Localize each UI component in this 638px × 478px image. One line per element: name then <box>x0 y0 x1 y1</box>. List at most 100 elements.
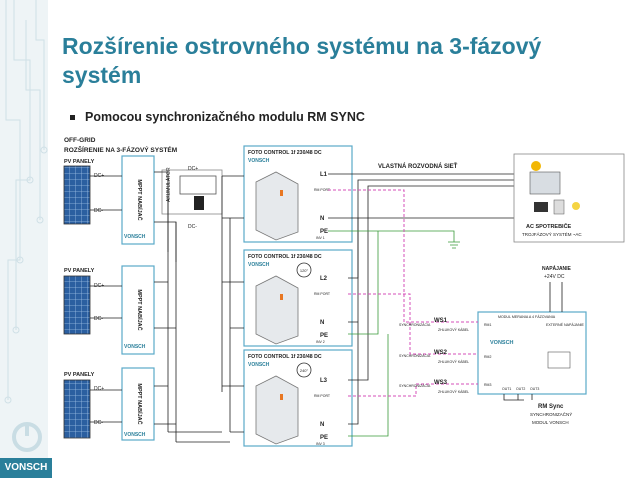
sync-label-1: SYNCHRONIZÁCIA <box>399 323 431 327</box>
pe-wiring <box>328 230 460 437</box>
module-wiring <box>503 282 563 401</box>
pv-label-2: PV PANELY <box>64 268 95 274</box>
pv-label-3: PV PANELY <box>64 372 95 378</box>
wiring-diagram: OFF-GRID ROZŠÍRENIE NA 3-FÁZOVÝ SYSTÉM P… <box>63 137 625 447</box>
inverter-3-rmport: RM PORT <box>314 394 331 398</box>
supply-title: NAPÁJANIE <box>542 265 572 272</box>
mppt-charger-1: MPPT NABÍJAČ VONSCH <box>121 155 155 245</box>
inverter-2-device <box>255 275 299 345</box>
pv-label-1: PV PANELY <box>64 159 95 165</box>
relay-icon <box>547 351 571 369</box>
inverter-1: FOTO CONTROL 1f 230/48 DC VONSCH L1 RM P… <box>243 145 353 243</box>
inverter-3: FOTO CONTROL 1f 230/48 DC VONSCH 240° L3… <box>243 349 353 447</box>
module-top-note: MODUL MERANIA A 4 FÁZOVANIA <box>498 315 556 319</box>
appliance-icon <box>553 199 565 215</box>
ac-wiring <box>328 173 514 425</box>
dc-minus-3: DC- <box>94 420 103 426</box>
inverter-1-device <box>255 171 299 241</box>
ws2-label: WS2 <box>434 350 448 356</box>
module-rm3: RM3 <box>484 383 491 387</box>
inverter-2-title: FOTO CONTROL 1f 230/48 DC <box>248 254 322 260</box>
vonsch-logo: VONSCH <box>0 458 52 478</box>
inverter-2-rmport: RM PORT <box>314 292 331 296</box>
bullet-icon <box>70 115 75 121</box>
power-swirl-icon <box>12 422 42 452</box>
grid-label: VLASTNÁ ROZVODNÁ SIEŤ <box>378 162 458 170</box>
mppt-brand-1: VONSCH <box>124 234 146 240</box>
module-rm1: RM1 <box>484 323 491 327</box>
accumulator-label: AKUMULÁTOR <box>165 167 172 202</box>
supply-sub: +24V DC <box>544 274 565 280</box>
bulb-icon <box>572 202 580 210</box>
rm-sync-module: MODUL MERANIA A 4 FÁZOVANIA EXTERNÉ NAPÁ… <box>477 311 587 395</box>
module-rm2: RM2 <box>484 355 491 359</box>
house-icon <box>529 171 561 195</box>
dc-minus-1: DC- <box>94 208 103 214</box>
inverter-1-line: L1 <box>320 172 328 178</box>
sync-wiring <box>328 189 478 397</box>
inverter-2-inv: INV 2 <box>316 340 325 344</box>
mppt-charger-2: MPPT NABÍJAČ VONSCH <box>121 265 155 355</box>
accumulator-meter <box>179 175 217 195</box>
inverter-3-pe: PE <box>320 435 328 441</box>
out-2: OUT2 <box>516 387 525 391</box>
phase-angle-2 <box>296 262 312 278</box>
mppt-label-3: MPPT NABÍJAČ <box>136 383 144 424</box>
inverter-2: FOTO CONTROL 1f 230/48 DC VONSCH 120° L2… <box>243 249 353 347</box>
mppt-charger-3: MPPT NABÍJAČ VONSCH <box>121 367 155 441</box>
module-sub2: MODUL VONSCH <box>532 420 569 425</box>
inverter-3-line: L3 <box>320 378 328 384</box>
phase-angle-2-text: 120° <box>300 268 309 273</box>
inverter-3-title: FOTO CONTROL 1f 230/48 DC <box>248 354 322 360</box>
ext-supply: EXTERNÉ NAPÁJANIE <box>546 322 585 327</box>
bullet-item: Pomocou synchronizačného modulu RM SYNC <box>70 110 365 124</box>
inverter-2-brand: VONSCH <box>248 262 270 268</box>
sync-labels: SYNCHRONIZÁCIA SYNCHRONIZÁCIA SYNCHRONIZ… <box>399 318 469 394</box>
accumulator-battery <box>194 196 204 210</box>
slide-title: Rozšírenie ostrovného systému na 3-fázov… <box>62 33 542 88</box>
out-3: OUT3 <box>530 387 539 391</box>
ws1-label: WS1 <box>434 318 448 324</box>
side-decoration <box>0 0 48 478</box>
sync-label-2: SYNCHRONIZÁCIA <box>399 354 431 358</box>
ac-consumers: AC SPOTREBIČE TROJFÁZOVÝ SYSTÉM ~AC <box>513 153 625 243</box>
consumers-title: AC SPOTREBIČE <box>526 223 572 230</box>
pv-panel-1 <box>63 165 91 225</box>
ws2-note: ZHLUKOVÝ KÁBEL <box>438 360 469 364</box>
mppt-label-2: MPPT NABÍJAČ <box>136 289 144 330</box>
mppt-brand-2: VONSCH <box>124 344 146 350</box>
inverter-3-n: N <box>320 422 324 428</box>
module-title: RM Sync <box>538 404 564 410</box>
out-1: OUT1 <box>502 387 511 391</box>
inverter-3-device <box>255 375 299 445</box>
inverter-2-line: L2 <box>320 276 328 282</box>
sun-icon <box>531 161 541 171</box>
dc-plus-bus: DC+ <box>188 166 198 172</box>
mppt-label-1: MPPT NABÍJAČ <box>136 179 144 220</box>
inverter-2-n: N <box>320 320 324 326</box>
phase-angle-3-text: 240° <box>300 368 309 373</box>
dc-wiring <box>90 171 244 443</box>
ws3-note: ZHLUKOVÝ KÁBEL <box>438 390 469 394</box>
inverter-1-pe: PE <box>320 229 328 235</box>
ws1-note: ZHLUKOVÝ KÁBEL <box>438 328 469 332</box>
pv-panel-3 <box>63 379 91 439</box>
inverter-3-inv: INV 3 <box>316 442 325 446</box>
inverter-1-title: FOTO CONTROL 1f 230/48 DC <box>248 150 322 156</box>
consumers-sub: TROJFÁZOVÝ SYSTÉM ~AC <box>522 231 582 237</box>
sync-label-3: SYNCHRONIZÁCIA <box>399 384 431 388</box>
dc-minus-bus: DC- <box>188 224 197 230</box>
module-brand: VONSCH <box>490 340 514 346</box>
phase-angle-3 <box>296 362 312 378</box>
dc-plus-3: DC+ <box>94 386 104 392</box>
dc-minus-2: DC- <box>94 316 103 322</box>
inverter-2-pe: PE <box>320 333 328 339</box>
inverter-1-inv: INV 1 <box>316 236 325 240</box>
mppt-brand-3: VONSCH <box>124 432 146 438</box>
inverter-1-rmport: RM PORT <box>314 188 331 192</box>
inverter-1-brand: VONSCH <box>248 158 270 164</box>
inverter-3-brand: VONSCH <box>248 362 270 368</box>
module-sub1: SYNCHRONIZAČNÝ <box>530 411 572 417</box>
ws3-label: WS3 <box>434 380 448 386</box>
inverter-1-n: N <box>320 216 324 222</box>
